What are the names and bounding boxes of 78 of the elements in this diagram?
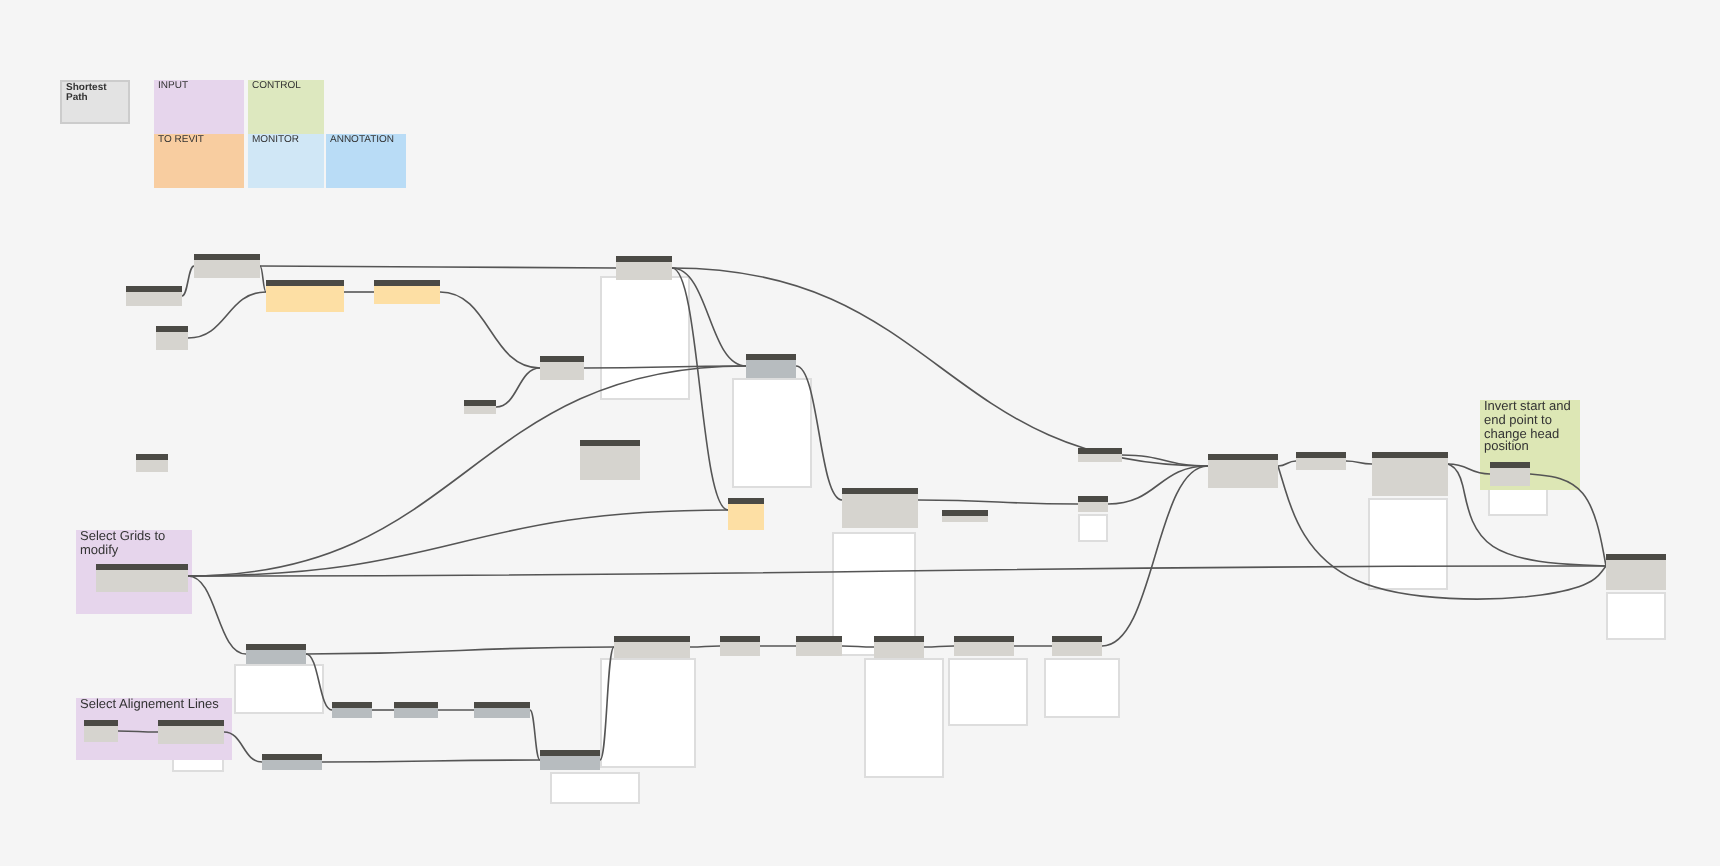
- connector-wire: [759, 645, 797, 647]
- graph-node-box: [464, 400, 496, 414]
- connector-wire: [223, 731, 263, 763]
- graph-node-box: [1078, 448, 1122, 462]
- connector-wire: [1013, 645, 1053, 647]
- group-box: [248, 80, 324, 134]
- graph-node-box: [136, 454, 168, 472]
- connector-wire: [495, 367, 541, 408]
- graph-node-box: [954, 636, 1014, 656]
- graph-node-box: [374, 280, 440, 304]
- graph-node-box: [796, 636, 842, 656]
- connector-wire: [259, 265, 617, 269]
- graph-node-box: [126, 286, 182, 306]
- group-box: [154, 80, 244, 134]
- graph-node-box: [614, 636, 690, 658]
- graph-node-box: [1052, 636, 1102, 656]
- connector-wire: [1101, 465, 1209, 647]
- connector-wire: [795, 365, 843, 501]
- graph-node-box: [580, 440, 640, 480]
- graph-node-box: [942, 510, 988, 522]
- graph-node-box: [1606, 554, 1666, 590]
- note-card: [60, 80, 130, 124]
- graph-node-box: [332, 702, 372, 718]
- connector-wire: [917, 499, 1079, 505]
- connector-wire: [117, 730, 159, 733]
- graph-node-box: [1490, 462, 1530, 486]
- connector-wire: [181, 265, 195, 297]
- connector-wire: [437, 709, 475, 711]
- graph-node-box: [266, 280, 344, 312]
- group-box: [76, 698, 232, 760]
- graph-node-box: [720, 636, 760, 656]
- connector-wire: [671, 267, 747, 367]
- connector-wire: [305, 653, 333, 711]
- graph-node-box: [728, 498, 764, 530]
- graph-node-box: [874, 636, 924, 658]
- graph-node-box: [1296, 452, 1346, 470]
- connector-wire: [1447, 463, 1607, 567]
- graph-node-box: [540, 356, 584, 380]
- graph-node-box: [156, 326, 188, 350]
- connector-wire: [1277, 465, 1607, 600]
- graph-node-box: [394, 702, 438, 718]
- graph-node-box: [1372, 452, 1448, 496]
- graph-node-box: [194, 254, 260, 278]
- group-box: [248, 134, 324, 188]
- connector-wire: [321, 759, 541, 763]
- connector-wire: [187, 291, 267, 339]
- connector-wire: [923, 645, 955, 648]
- connector-wire: [1447, 463, 1491, 475]
- connector-wire: [343, 291, 375, 293]
- connector-wire: [1345, 460, 1373, 465]
- graph-node-box: [1208, 454, 1278, 488]
- connector-wire: [305, 646, 615, 655]
- graph-node-box: [84, 720, 118, 742]
- graph-node-box: [96, 564, 188, 592]
- graph-node-box: [616, 256, 672, 280]
- graph-node-box: [474, 702, 530, 718]
- connector-wire: [1277, 460, 1297, 467]
- graph-node-box: [540, 750, 600, 770]
- connector-wire: [187, 575, 247, 655]
- group-box: [1480, 400, 1580, 490]
- connector-wire: [671, 267, 729, 511]
- graph-node-box: [746, 354, 796, 378]
- connector-wire: [1529, 473, 1607, 567]
- graph-node-box: [158, 720, 224, 744]
- connector-wire: [689, 645, 721, 648]
- graph-node-box: [262, 754, 322, 770]
- connector-wire: [599, 646, 615, 761]
- connector-wire: [439, 291, 541, 369]
- group-box: [76, 530, 192, 614]
- connector-wire: [841, 645, 875, 648]
- connector-wire: [529, 709, 541, 761]
- graph-node-box: [1078, 496, 1108, 512]
- graph-node-box: [246, 644, 306, 664]
- group-box: [326, 134, 406, 188]
- connector-wire: [371, 709, 395, 711]
- graph-node-box: [842, 488, 918, 528]
- group-box: [154, 134, 244, 188]
- connector-wire: [259, 265, 267, 293]
